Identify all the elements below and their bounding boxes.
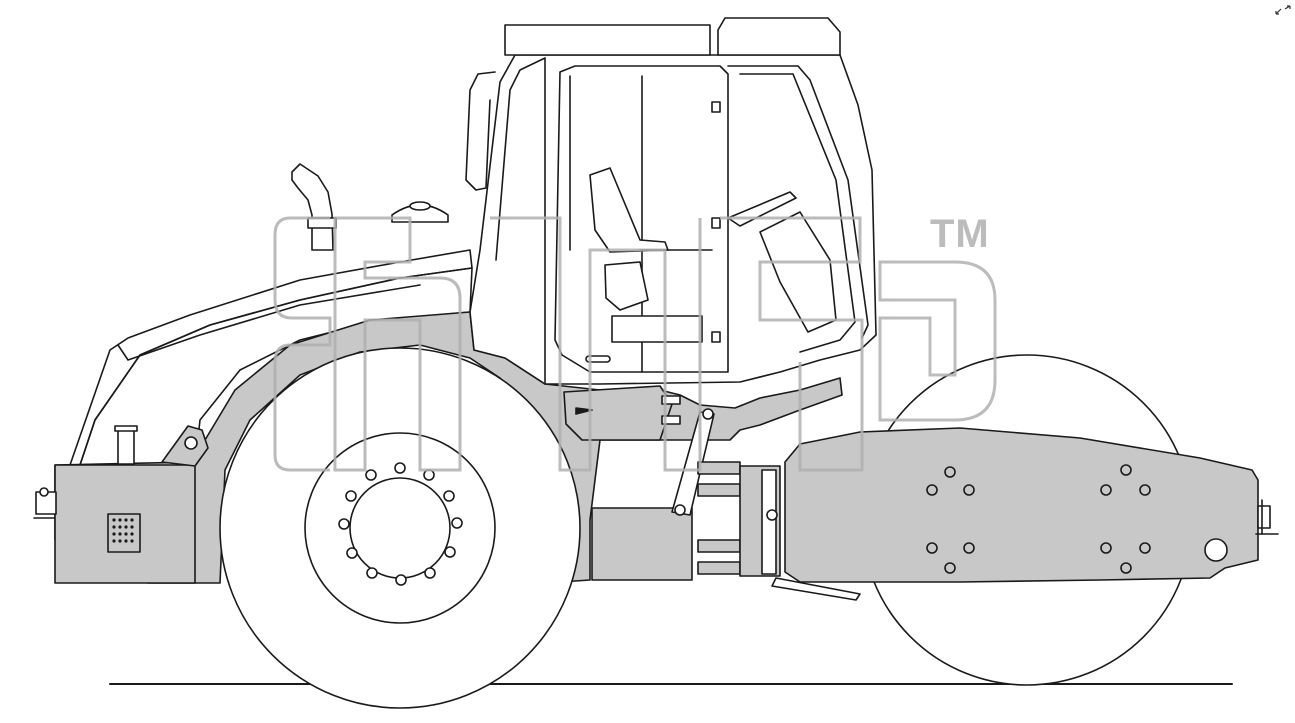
door-handle: [585, 355, 611, 363]
cab-right-pillar: [727, 65, 869, 339]
cab-windshield: [739, 73, 856, 353]
drum-mount-plate: [761, 469, 777, 575]
cab-hinge-3: [711, 331, 721, 343]
cab-hinge-1: [711, 101, 721, 113]
fuel-cap-top: [409, 201, 431, 211]
watermark-letter-1: [273, 216, 332, 472]
rear-hitch-ball: [39, 487, 49, 497]
exhaust-pipe: [291, 163, 334, 251]
hood-top-line: [117, 284, 421, 361]
resize-arrows-icon[interactable]: [1274, 4, 1292, 16]
key-slot: [575, 407, 593, 415]
watermark-letter-2: [333, 216, 462, 472]
cab-hinge-2: [711, 217, 721, 229]
lifting-eye-hole: [184, 436, 198, 450]
seat-pedestal: [611, 315, 703, 343]
drum-hub-cap: [1204, 538, 1228, 562]
wheel-bolts: [338, 462, 463, 586]
operator-seat: [589, 167, 669, 253]
bracket-1: [661, 395, 681, 405]
mount-bolt: [766, 509, 778, 521]
grille-holes: [112, 518, 134, 543]
front-hitch: [1257, 505, 1271, 529]
watermark-letter-5: [878, 260, 997, 422]
cab-roof-cap: [717, 17, 841, 56]
hydraulic-cylinders: [697, 461, 741, 575]
arm-pivot-top: [702, 408, 714, 420]
bracket-2: [661, 415, 681, 425]
arm-pivot-bottom: [674, 504, 686, 516]
frame-bolts: [926, 464, 1151, 574]
rear-hub: [349, 477, 451, 579]
cab-inner-frame: [495, 57, 729, 385]
watermark-letter-3: [490, 216, 702, 472]
drum-frame: [784, 427, 1259, 583]
handrail: [465, 71, 496, 191]
watermark-letter-4: [720, 216, 864, 472]
cab-roof: [504, 24, 711, 56]
filler-pipe-cap: [114, 425, 138, 432]
scraper-bar: [771, 577, 861, 601]
articulation-block: [591, 507, 693, 581]
filler-pipe: [117, 427, 135, 465]
seat-base: [604, 261, 649, 311]
trademark-symbol: TM: [930, 212, 990, 256]
watermark: [273, 216, 997, 472]
